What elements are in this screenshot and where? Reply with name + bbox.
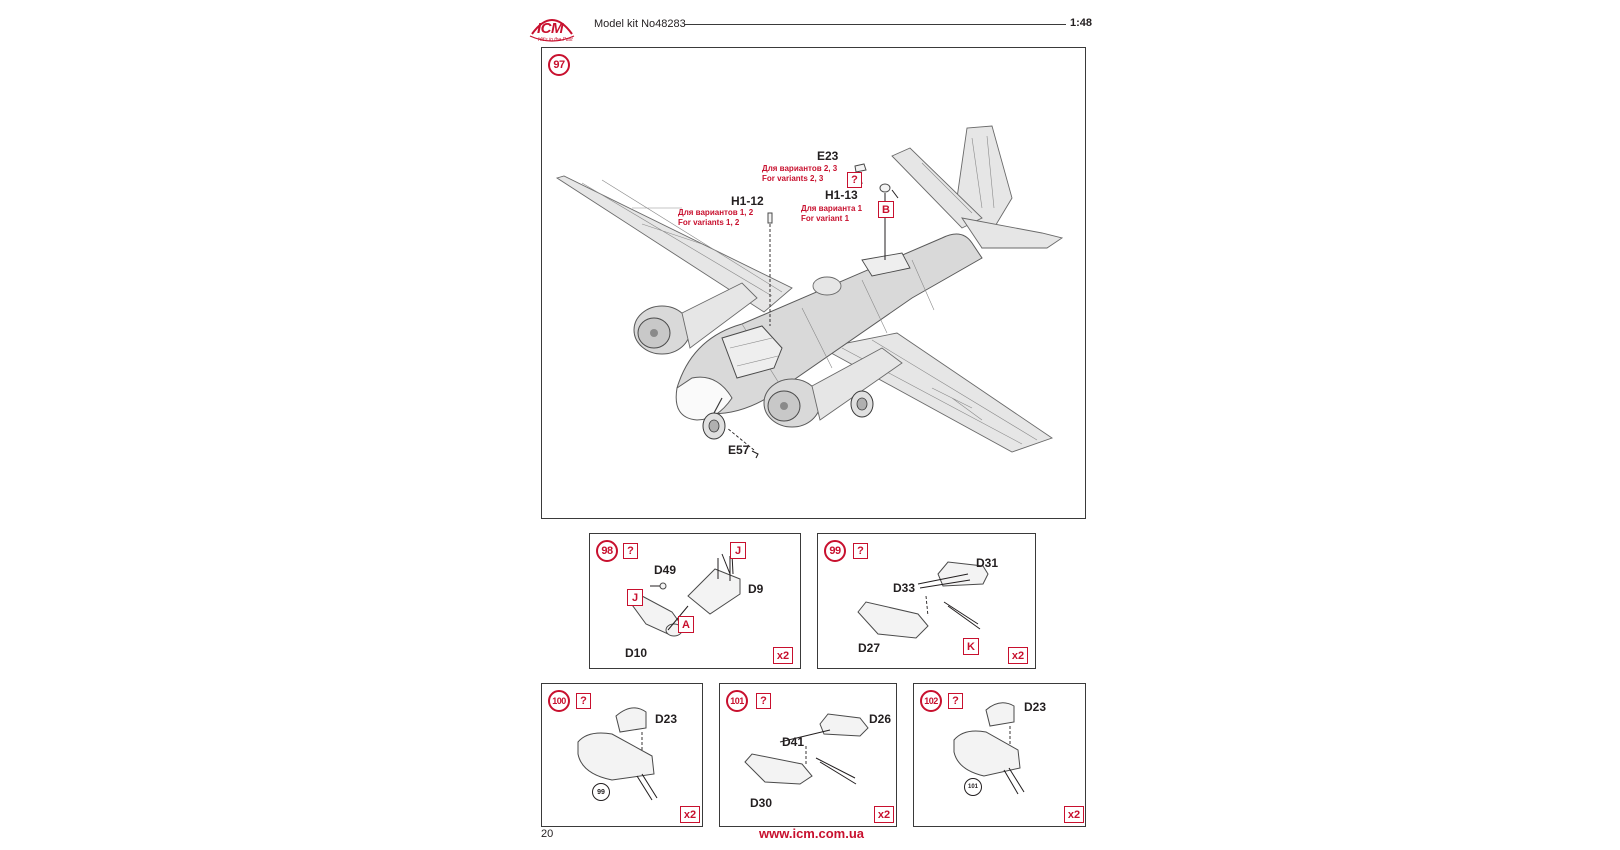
step-102-panel: 102 ? D23 101 x2 xyxy=(913,683,1086,827)
part-e23-label: E23 xyxy=(817,149,839,163)
step-99-panel: 99 ? D31 D33 D27 K x2 xyxy=(817,533,1036,669)
step-98-drawing xyxy=(629,553,741,637)
step-99-question: ? xyxy=(853,543,868,559)
ref-step-101-icon: 101 xyxy=(964,778,982,796)
header-rule xyxy=(684,24,1066,25)
part-d33-label: D33 xyxy=(893,581,916,595)
step-97-number: 97 xyxy=(548,54,570,76)
step-99-multiplier: x2 xyxy=(1008,647,1028,664)
h1-13-note-ru: Для варианта 1 xyxy=(801,204,863,213)
part-d49-label: D49 xyxy=(654,563,677,577)
kit-scale: 1:48 xyxy=(1070,17,1093,29)
part-d23-label: D23 xyxy=(1024,700,1047,714)
logo-tagline: Hit's in the Past xyxy=(538,37,573,43)
icm-logo: ICM Hit's in the Past xyxy=(528,12,576,44)
part-d30-label: D30 xyxy=(750,796,773,810)
step-101-drawing xyxy=(744,713,869,785)
step-98-number: 98 xyxy=(596,540,618,562)
ref-step-99-icon: 99 xyxy=(592,783,610,801)
h1-12-note-ru: Для вариантов 1, 2 xyxy=(678,208,754,217)
e23-note-ru: Для вариантов 2, 3 xyxy=(762,164,838,173)
part-d9-label: D9 xyxy=(748,582,764,596)
page-number: 20 xyxy=(541,828,554,840)
step-99-drawing xyxy=(857,561,989,639)
step-98-panel: 98 ? J D49 D9 J A D10 x2 xyxy=(589,533,801,669)
step-101-number: 101 xyxy=(726,690,748,712)
step-97-question: ? xyxy=(847,172,862,188)
part-e57-label: E57 xyxy=(728,443,750,457)
step-99-number: 99 xyxy=(824,540,846,562)
step-100-multiplier: x2 xyxy=(680,806,700,823)
part-h1-12-label: H1-12 xyxy=(731,194,764,208)
step-101-panel: 101 ? D26 D41 D30 x2 xyxy=(719,683,897,827)
h1-13-note-en: For variant 1 xyxy=(801,214,850,223)
step-98-multiplier: x2 xyxy=(773,647,793,664)
part-d26-label: D26 xyxy=(869,712,892,726)
step-101-question: ? xyxy=(756,693,771,709)
step-98-question: ? xyxy=(623,543,638,559)
step-100-drawing xyxy=(577,707,658,801)
step-101-multiplier: x2 xyxy=(874,806,894,823)
part-h1-13-label: H1-13 xyxy=(825,188,858,202)
step-100-panel: 100 ? D23 99 x2 xyxy=(541,683,703,827)
part-d31-label: D31 xyxy=(976,556,999,570)
paint-j-box-top: J xyxy=(730,542,746,559)
step-102-multiplier: x2 xyxy=(1064,806,1084,823)
h1-12-note-en: For variants 1, 2 xyxy=(678,218,740,227)
paint-b-box: B xyxy=(878,201,894,218)
website-link[interactable]: www.icm.com.ua xyxy=(759,826,864,841)
step-100-question: ? xyxy=(576,693,591,709)
part-d23-label: D23 xyxy=(655,712,678,726)
part-d41-label: D41 xyxy=(782,735,805,749)
step-102-question: ? xyxy=(948,693,963,709)
logo-text: ICM xyxy=(537,20,564,37)
aircraft-drawing xyxy=(555,125,1064,459)
step-97-panel: 97 xyxy=(541,47,1086,519)
step-102-number: 102 xyxy=(920,690,942,712)
paint-j-box-left: J xyxy=(627,589,643,606)
paint-a-box: A xyxy=(678,616,694,633)
e23-note-en: For variants 2, 3 xyxy=(762,174,824,183)
part-d27-label: D27 xyxy=(858,641,881,655)
logo-arc-icon xyxy=(529,19,575,42)
paint-k-box: K xyxy=(963,638,979,655)
step-102-drawing xyxy=(953,702,1025,795)
part-d10-label: D10 xyxy=(625,646,648,660)
kit-title: Model kit No48283 xyxy=(594,18,686,30)
step-100-number: 100 xyxy=(548,690,570,712)
